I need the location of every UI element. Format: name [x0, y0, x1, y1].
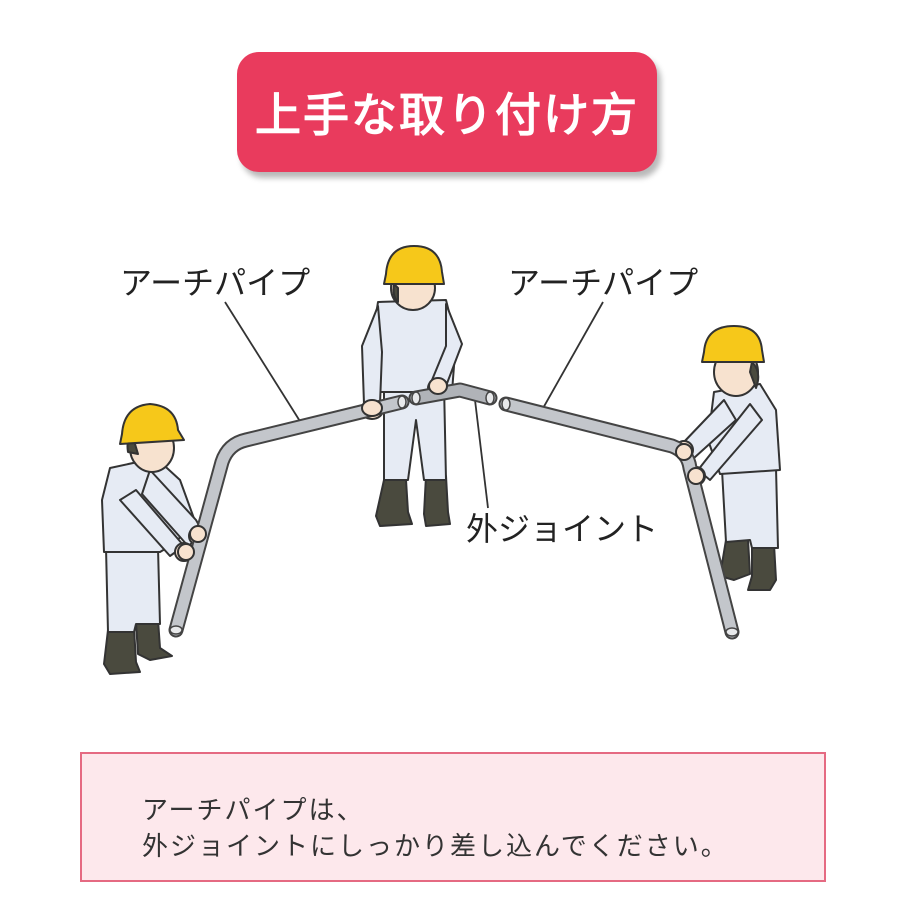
instruction-note: アーチパイプは、 外ジョイントにしっかり差し込んでください。: [80, 752, 826, 882]
right-worker-boot-2: [747, 543, 777, 591]
left-worker-legs: [105, 547, 161, 633]
right-worker-legs: [721, 467, 779, 549]
left-worker-boot-1: [103, 627, 141, 675]
outer-joint: [408, 382, 498, 406]
right-worker-helmet-icon: [701, 325, 765, 363]
center-worker-arm-left: [361, 305, 383, 405]
label-arch-pipe-left: アーチパイプ: [120, 264, 311, 302]
left-worker-grip-1: [189, 525, 207, 543]
leader-lines: [224, 301, 604, 509]
leader-line-joint: [474, 399, 489, 509]
label-arch-pipe-right: アーチパイプ: [508, 264, 699, 302]
center-worker-grip-left: [361, 399, 383, 417]
center-worker-grip-right: [428, 377, 448, 395]
label-outer-joint: 外ジョイント: [466, 510, 659, 548]
right-worker-hair: [749, 361, 760, 389]
center-worker-helmet-icon: [383, 245, 445, 285]
left-worker-boot-2: [135, 619, 173, 661]
center-worker-hair: [392, 283, 399, 303]
center-worker-boot-2: [423, 475, 451, 527]
note-line-1: アーチパイプは、: [142, 796, 365, 826]
right-worker-arm-lower: [697, 403, 763, 481]
title-banner: 上手な取り付け方: [237, 52, 657, 172]
left-worker-helmet-icon: [119, 403, 185, 445]
page-title: 上手な取り付け方: [255, 88, 639, 142]
right-worker-grip-2: [687, 467, 705, 485]
leader-line-right-pipe: [541, 301, 604, 411]
leader-line-left-pipe: [224, 301, 304, 427]
left-worker-grip-2: [177, 543, 195, 561]
center-worker: [360, 245, 463, 527]
note-line-2: 外ジョイントにしっかり差し込んでください。: [142, 832, 729, 862]
gripping-hands: [177, 377, 705, 561]
center-worker-boot-1: [375, 479, 413, 527]
right-worker-grip-1: [675, 443, 693, 461]
left-arch-pipe: [168, 394, 410, 638]
